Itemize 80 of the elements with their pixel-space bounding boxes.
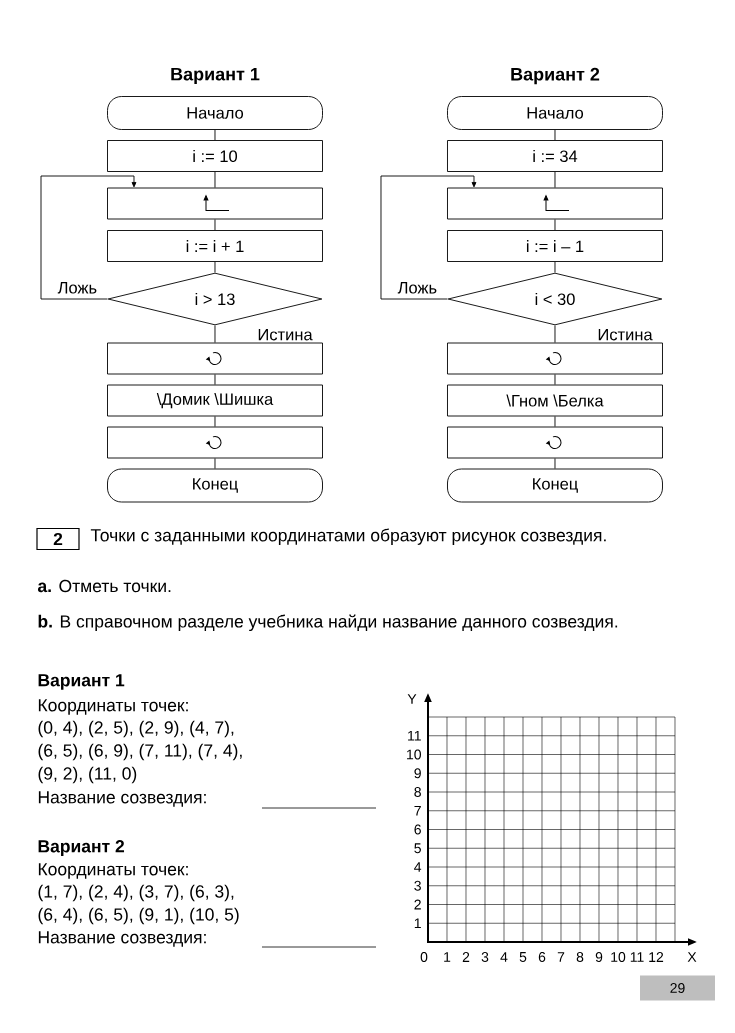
tick-label: 7 [557, 952, 565, 962]
loop-arrow [40, 175, 137, 300]
edge-label: Истина [258, 328, 313, 341]
connector-line [554, 458, 556, 469]
process-box [447, 342, 663, 375]
connector-line [214, 219, 216, 231]
connector-line [554, 171, 556, 188]
tick-label: 2 [462, 952, 470, 962]
connector-line [214, 458, 216, 469]
tick-label: 1 [444, 952, 451, 962]
terminal-box: Начало [447, 96, 663, 130]
coordinate-list: (6, 5), (6, 9), (7, 11), (7, 4), [38, 743, 242, 761]
tick-label: 3 [414, 880, 421, 891]
axis-label: Y [407, 694, 417, 704]
tick-label: 9 [595, 952, 603, 962]
connector-line [214, 374, 216, 385]
process-box: \Домик \Шишка [107, 384, 323, 417]
edge-label: Ложь [397, 282, 437, 294]
text-line: Координаты точек: [38, 863, 188, 879]
terminal-box: Конец [447, 468, 663, 503]
tick-label: 0 [420, 952, 428, 962]
connector-line [214, 325, 216, 343]
connector-line [554, 416, 556, 427]
terminal-box: Конец [107, 468, 323, 503]
connector-line [214, 416, 216, 427]
terminal-box: Начало [107, 96, 323, 130]
loop-arrow [380, 175, 477, 300]
tick-label: 8 [576, 952, 584, 962]
process-box [447, 426, 663, 459]
task-number: 2 [36, 527, 80, 551]
heading: Вариант 1 [38, 674, 125, 690]
process-box: \Гном \Белка [447, 384, 663, 417]
text-line: Координаты точек: [38, 699, 188, 715]
process-box: i := i – 1 [447, 230, 663, 262]
coordinate-list: (1, 7), (2, 4), (3, 7), (6, 3), [38, 884, 234, 902]
edge-label: Ложь [57, 282, 97, 294]
connector-line [554, 325, 556, 343]
tick-label: 5 [414, 843, 421, 854]
tick-label: 7 [414, 805, 421, 816]
tick-label: 6 [538, 952, 546, 962]
tick-label: 2 [414, 899, 421, 910]
tick-label: 12 [649, 952, 664, 962]
connector-line [554, 261, 556, 273]
tick-label: 11 [408, 730, 421, 741]
heading: Вариант 2 [38, 840, 125, 856]
process-box: i := 34 [447, 140, 663, 172]
tick-label: 3 [481, 952, 489, 962]
connector-line [214, 171, 216, 188]
task-text: Точки с заданными координатами образуют рисунок созвездия. [90, 528, 606, 545]
connector-line [554, 129, 556, 141]
process-box [447, 187, 663, 220]
connector-line [214, 129, 216, 141]
text-line: Название созвездия: [38, 791, 206, 807]
coordinate-list: (6, 4), (6, 5), (9, 1), (10, 5) [38, 907, 239, 925]
coordinate-list: (9, 2), (11, 0) [38, 766, 137, 784]
task-item: a. Отметь точки. [37, 579, 171, 593]
tick-label: 10 [611, 952, 626, 962]
process-box: i := i + 1 [107, 230, 323, 262]
edge-label: Истина [598, 328, 653, 341]
tick-label: 4 [500, 952, 508, 962]
tick-label: 10 [407, 749, 421, 760]
process-box [107, 342, 323, 375]
process-box [107, 187, 323, 220]
page-number: 29 [640, 975, 715, 1001]
tick-label: 8 [414, 787, 421, 797]
tick-label: 6 [414, 824, 421, 835]
text-line: Название созвездия: [38, 931, 206, 947]
tick-label: 4 [414, 862, 422, 872]
tick-label: 5 [519, 952, 527, 962]
connector-line [554, 374, 556, 385]
tick-label: 11 [630, 952, 644, 962]
process-box: i := 10 [107, 140, 323, 172]
connector-line [554, 219, 556, 231]
tick-label: 9 [414, 768, 421, 779]
task-item: b. В справочном разделе учебника найди название данного созвездия. [38, 614, 618, 632]
axis-label: X [687, 952, 697, 962]
connector-line [214, 261, 216, 273]
tick-label: 1 [414, 918, 421, 929]
coordinate-list: (0, 4), (2, 5), (2, 9), (4, 7), [38, 720, 234, 738]
process-box [107, 426, 323, 459]
